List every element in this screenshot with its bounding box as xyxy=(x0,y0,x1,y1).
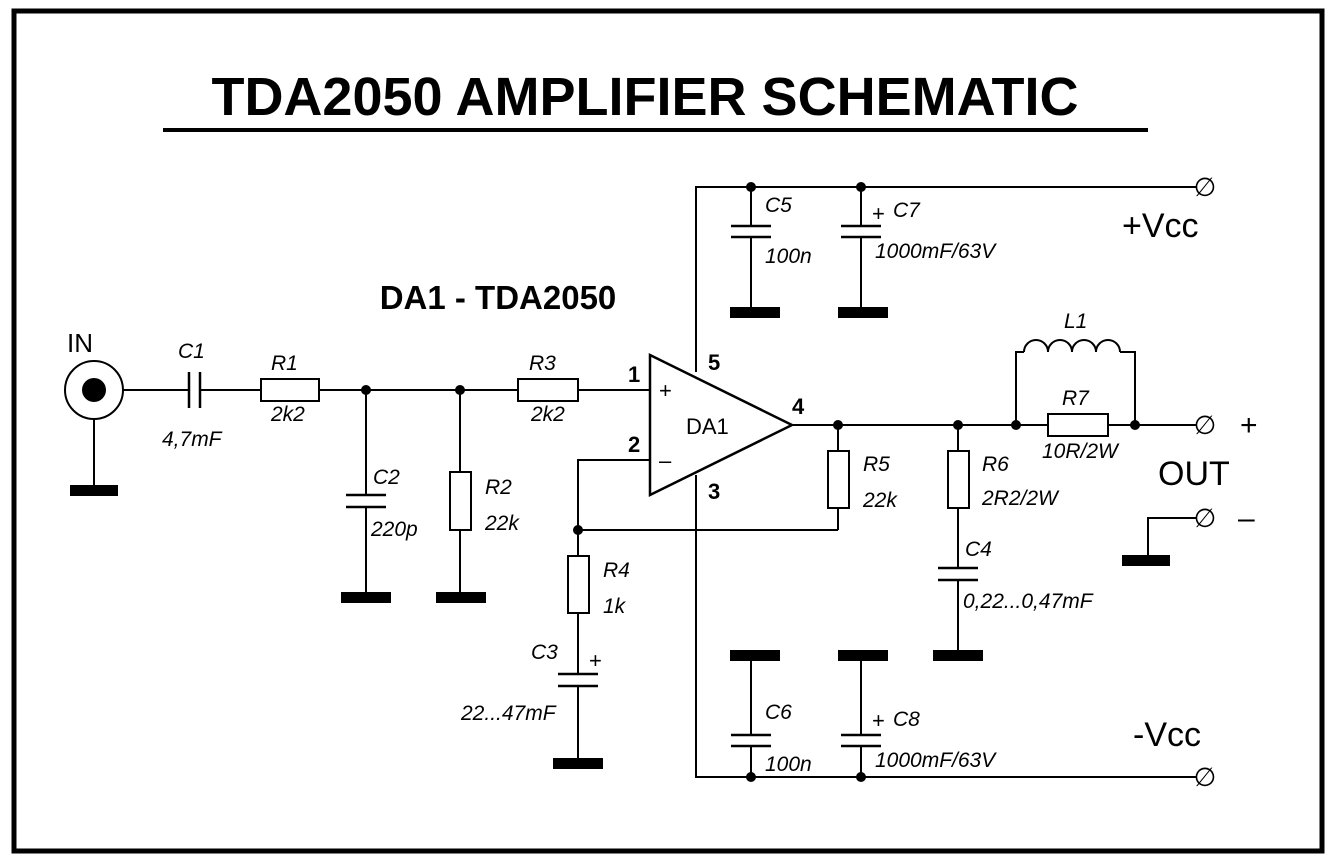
resistor-r1 xyxy=(260,378,320,402)
op-amp-label: DA1 xyxy=(686,414,729,439)
r4-value: 1k xyxy=(603,595,627,618)
r7-ref: R7 xyxy=(1062,387,1090,410)
terminal-out-neg: ∅ xyxy=(1194,503,1217,533)
frame-border xyxy=(11,8,1325,854)
c3-ref: C3 xyxy=(531,641,558,664)
resistor-r6 xyxy=(947,425,970,568)
c5-value: 100n xyxy=(765,245,812,268)
out-plus-label: + xyxy=(1240,409,1258,442)
c6-ref: C6 xyxy=(765,701,792,724)
c4-ref: C4 xyxy=(965,538,992,561)
input-jack xyxy=(64,360,124,496)
r6-value: 2R2/2W xyxy=(981,487,1060,510)
c3-polarity: + xyxy=(589,648,602,673)
feedback-wire xyxy=(577,459,838,531)
op-amp-da1 xyxy=(648,352,795,498)
c7-polarity: + xyxy=(872,201,885,226)
resistor-r2 xyxy=(436,390,486,603)
terminal-out-pos: ∅ xyxy=(1194,410,1217,440)
terminal-vcc-pos: ∅ xyxy=(1194,172,1217,202)
pin-3-label: 3 xyxy=(708,479,720,504)
c1-value: 4,7mF xyxy=(162,428,223,451)
c5-ref: C5 xyxy=(765,194,792,217)
pin-1-label: 1 xyxy=(628,362,640,387)
ic-heading: DA1 - TDA2050 xyxy=(380,279,617,316)
capacitor-c8 xyxy=(838,650,888,777)
capacitor-c5 xyxy=(730,187,780,318)
c4-value: 0,22...0,47mF xyxy=(963,590,1094,613)
pin-minus-sign: – xyxy=(659,448,672,473)
c2-value: 220p xyxy=(370,518,418,541)
input-label: IN xyxy=(67,328,93,358)
c6-value: 100n xyxy=(765,753,812,776)
pin-5-label: 5 xyxy=(708,350,720,375)
c7-value: 1000mF/63V xyxy=(875,240,997,263)
vcc-neg-label: -Vcc xyxy=(1133,716,1201,754)
terminal-vcc-neg: ∅ xyxy=(1194,762,1217,792)
c7-ref: C7 xyxy=(893,199,921,222)
capacitor-c3 xyxy=(553,672,603,769)
pin-4-label: 4 xyxy=(792,394,805,419)
r7-value: 10R/2W xyxy=(1042,440,1120,463)
l1-ref: L1 xyxy=(1064,310,1087,333)
r5-value: 22k xyxy=(862,489,898,512)
vcc-neg-rail xyxy=(695,475,1196,778)
capacitor-c2 xyxy=(341,390,391,603)
c8-ref: C8 xyxy=(893,708,920,731)
pin-2-label: 2 xyxy=(628,432,640,457)
r2-value: 22k xyxy=(484,512,520,535)
r4-ref: R4 xyxy=(603,559,630,582)
vcc-pos-rail xyxy=(695,186,1196,372)
output-ground xyxy=(1122,517,1196,566)
c2-ref: C2 xyxy=(373,466,400,489)
out-label: OUT xyxy=(1158,455,1230,493)
r3-value: 2k2 xyxy=(530,403,565,426)
resistor-r5 xyxy=(827,425,850,530)
capacitor-c4 xyxy=(933,566,983,661)
r3-ref: R3 xyxy=(529,352,556,375)
r2-ref: R2 xyxy=(485,476,512,499)
resistor-r3 xyxy=(517,378,579,402)
r5-ref: R5 xyxy=(863,453,890,476)
capacitor-c1 xyxy=(187,372,202,408)
vcc-pos-label: +Vcc xyxy=(1122,207,1199,245)
pin-plus-sign: + xyxy=(659,378,672,403)
resistor-r4 xyxy=(567,530,590,674)
c3-value: 22...47mF xyxy=(460,702,557,725)
c8-value: 1000mF/63V xyxy=(875,749,997,772)
page-title: TDA2050 AMPLIFIER SCHEMATIC xyxy=(211,67,1078,127)
r1-value: 2k2 xyxy=(270,403,305,426)
c8-polarity: + xyxy=(872,708,885,733)
c1-ref: C1 xyxy=(178,340,205,363)
out-minus-label: – xyxy=(1238,502,1255,535)
capacitor-c6 xyxy=(730,650,780,777)
capacitor-c7 xyxy=(838,187,888,318)
r6-ref: R6 xyxy=(982,453,1009,476)
resistor-r7 xyxy=(1047,413,1109,437)
inductor-l1 xyxy=(1015,339,1136,425)
r1-ref: R1 xyxy=(271,352,298,375)
